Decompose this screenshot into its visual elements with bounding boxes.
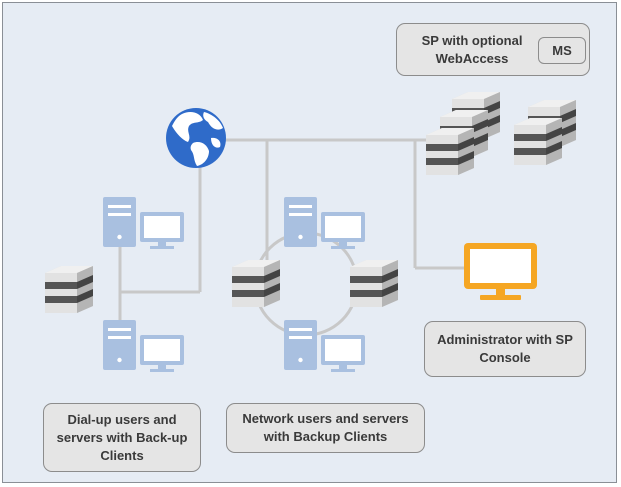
- globe-icon: [166, 108, 226, 168]
- dialup-label: Dial-up users and servers with Back-up C…: [43, 403, 201, 472]
- server-stack-icon: [426, 128, 474, 175]
- workstation-icon: [103, 197, 184, 249]
- workstation-icon: [103, 320, 184, 372]
- server-stack-icon: [514, 118, 562, 165]
- network-label: Network users and servers with Backup Cl…: [226, 403, 425, 453]
- workstation-icon: [284, 197, 365, 249]
- sp-server-label-text: SP with optional WebAccess: [421, 32, 523, 66]
- monitor-icon: [464, 243, 537, 300]
- server-stack-icon: [45, 266, 93, 313]
- sp-server-label: SP with optional WebAccess: [396, 23, 590, 76]
- server-stack-icon: [232, 260, 280, 307]
- server-stack-icon: [350, 260, 398, 307]
- dialup-group: [45, 197, 184, 372]
- admin-label: Administrator with SP Console: [424, 321, 586, 377]
- ms-badge: MS: [538, 37, 586, 64]
- sp-server-cluster: [426, 92, 576, 175]
- network-group: [232, 197, 398, 372]
- workstation-icon: [284, 320, 365, 372]
